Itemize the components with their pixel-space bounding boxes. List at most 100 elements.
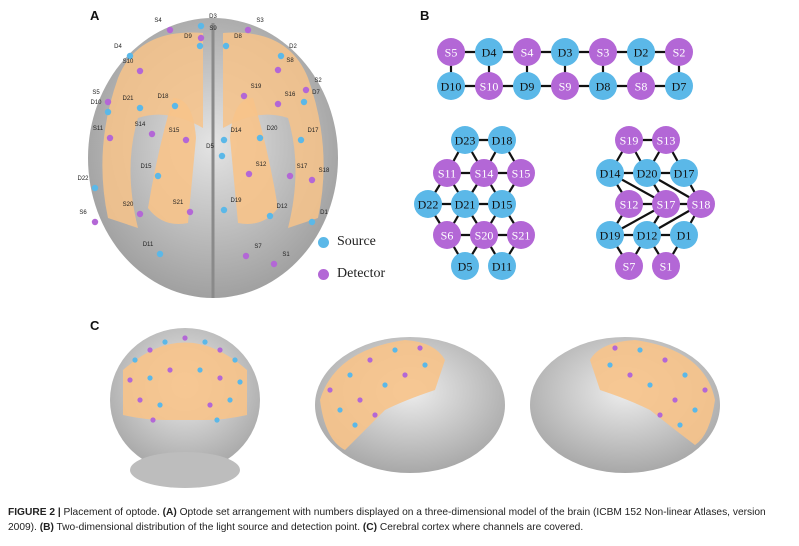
optode-s16 [274,100,282,108]
optode-d9 [196,42,204,50]
detector-dot-icon [318,268,329,280]
optode-label: S16 [285,92,296,98]
graph-node-s10 [475,72,503,100]
optode-dot [662,357,668,363]
graph-node-label: S11 [438,167,456,181]
optode-dot [202,339,208,345]
graph-node-s3 [589,38,617,66]
graph-node-label: D23 [455,134,476,148]
graph-node-s18 [687,190,715,218]
optode-label: S15 [169,128,180,134]
graph-node-d11 [488,252,516,280]
caption-b-text: Two-dimensional distribution of the ligh… [53,522,363,533]
graph-node-s6 [433,221,461,249]
optode-dot [337,407,343,413]
optode-label: S4 [154,18,162,24]
graph-node-label: D8 [596,80,611,94]
optode-d7 [300,98,308,106]
optode-dot [207,402,213,408]
optode-s1 [270,260,278,268]
graph-node-s12 [615,190,643,218]
optode-label: S7 [254,244,262,250]
brain-side-view-left [315,337,505,473]
optode-d17 [297,136,305,144]
optode-d15 [154,172,162,180]
optode-label: D2 [289,44,297,50]
optode-label: S14 [135,122,146,128]
graph-node-d10 [437,72,465,100]
optode-d19 [220,206,228,214]
optode-d3 [197,22,205,30]
optode-s20 [136,210,144,218]
graph-node-d9 [513,72,541,100]
optode-s6 [91,218,99,226]
optode-d18 [171,102,179,110]
optode-dot [197,367,203,373]
legend-source: Source [318,232,398,252]
graph-node-d2 [627,38,655,66]
brain-views [110,328,720,488]
optode-d1 [308,218,316,226]
graph-node-label: S21 [512,229,531,243]
graph-node-s4 [513,38,541,66]
optode-label: D18 [157,94,169,100]
optode-label: D22 [77,176,89,182]
graph-node-s8 [627,72,655,100]
panel-b-label: B [420,8,430,23]
graph-node-d23 [451,126,479,154]
optode-s11 [106,134,114,142]
graph-node-label: S18 [692,198,711,212]
graph-node-s15 [507,159,535,187]
graph-node-label: S3 [597,46,610,60]
optode-dot [627,372,633,378]
brain-front-view [110,328,260,488]
graph-node-label: D4 [482,46,497,60]
optode-label: D10 [90,100,102,106]
optode-label: D5 [206,144,214,150]
graph-node-d15 [488,190,516,218]
graph-node-d22 [414,190,442,218]
graph-node-label: D7 [672,80,687,94]
optode-label: D7 [312,90,320,96]
optode-d10 [104,108,112,116]
graph-node-s19 [615,126,643,154]
optode-dot [677,422,683,428]
graph-node-label: S14 [475,167,494,181]
optode-dot [162,339,168,345]
source-dot-icon [318,236,329,248]
graph-node-s13 [652,126,680,154]
optode-s17 [286,172,294,180]
caption-c-label: (C) [362,522,378,533]
optode-dot [647,382,653,388]
graph-node-label: D21 [455,198,476,212]
graph-node-s2 [665,38,693,66]
graph-node-s21 [507,221,535,249]
optode-dot [217,347,223,353]
optode-label: S5 [92,90,100,96]
cortex-left-medial [148,98,196,224]
optode-dot [607,362,613,368]
optode-label: S10 [123,59,134,65]
graph-node-label: S12 [620,198,639,212]
optode-s10 [136,67,144,75]
graph-node-label: D1 [677,229,692,243]
graph-node-d8 [589,72,617,100]
graph-node-s7 [615,252,643,280]
graph-node-d18 [488,126,516,154]
graph-node-d14 [596,159,624,187]
graph-node-label: D10 [441,80,462,94]
optode-s3 [244,26,252,34]
graph-node-label: D20 [637,167,658,181]
graph-node-d21 [451,190,479,218]
optode-s7 [242,252,250,260]
figure-caption: FIGURE 2 | Placement of optode. (A) Opto… [8,505,793,535]
optode-label: D12 [276,204,288,210]
optode-dot [127,377,133,383]
optode-d2 [277,52,285,60]
optode-label: D21 [122,96,134,102]
optode-s15 [182,136,190,144]
optode-label: S18 [319,168,330,174]
legend-detector: Detector [318,264,398,284]
optode-dot [392,347,398,353]
